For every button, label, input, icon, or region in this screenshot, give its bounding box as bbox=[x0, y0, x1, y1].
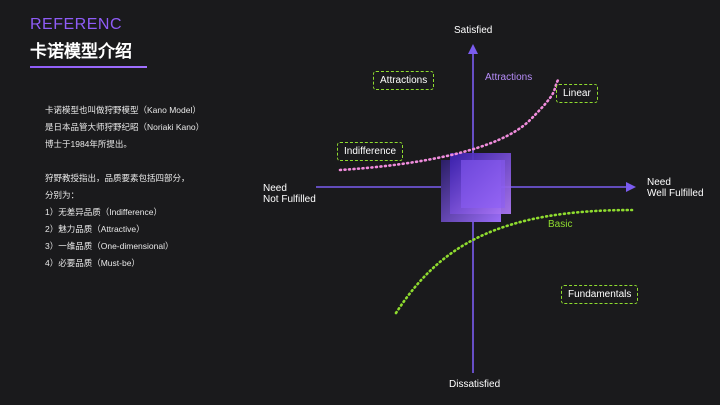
title-underline bbox=[30, 66, 147, 68]
desc-line: 2）魅力品质（Attractive） bbox=[45, 224, 145, 234]
desc-line: 是日本品管大师狩野纪昭（Noriaki Kano） bbox=[45, 122, 205, 132]
axis-label-well-fulfilled: Need Well Fulfilled bbox=[647, 177, 704, 199]
axis-label-dissatisfied: Dissatisfied bbox=[449, 379, 501, 390]
horizontal-axis-arrow bbox=[626, 182, 636, 192]
label-box-indifference: Indifference bbox=[337, 142, 404, 161]
attractions-curve bbox=[338, 78, 560, 172]
curve-label-basic: Basic bbox=[548, 219, 573, 230]
basic-curve bbox=[394, 208, 634, 315]
desc-line: 4）必要品质（Must-be） bbox=[45, 258, 140, 268]
axis-label-not-fulfilled: Need Not Fulfilled bbox=[263, 183, 316, 205]
axis-label-line: Not Fulfilled bbox=[263, 194, 316, 205]
center-square-inner bbox=[461, 160, 505, 208]
label-box-attractions: Attractions bbox=[373, 71, 435, 90]
description: 卡诺模型也叫做狩野模型（Kano Model） 是日本品管大师狩野纪昭（Nori… bbox=[45, 102, 245, 272]
section-eyebrow: REFERENC bbox=[30, 16, 123, 33]
label-box-linear: Linear bbox=[556, 84, 598, 103]
desc-line: 分别为： bbox=[45, 190, 80, 200]
desc-line: 1）无差异品质（Indifference） bbox=[45, 207, 162, 217]
axis-label-line: Well Fulfilled bbox=[647, 188, 704, 199]
page-title: 卡诺模型介绍 bbox=[30, 42, 132, 61]
axis-label-line: Need bbox=[263, 183, 287, 194]
label-box-fundamentals: Fundamentals bbox=[561, 285, 639, 304]
desc-line: 博士于1984年所提出。 bbox=[45, 139, 132, 149]
curve-label-attractions: Attractions bbox=[485, 72, 533, 83]
axis-label-line: Need bbox=[647, 177, 671, 188]
axis-label-satisfied: Satisfied bbox=[454, 25, 493, 36]
desc-line: 卡诺模型也叫做狩野模型（Kano Model） bbox=[45, 105, 201, 115]
desc-line: 3）一维品质（One-dimensional） bbox=[45, 241, 174, 251]
vertical-axis-arrow bbox=[468, 44, 478, 54]
desc-line: 狩野教授指出，品质要素包括四部分， bbox=[45, 173, 190, 183]
